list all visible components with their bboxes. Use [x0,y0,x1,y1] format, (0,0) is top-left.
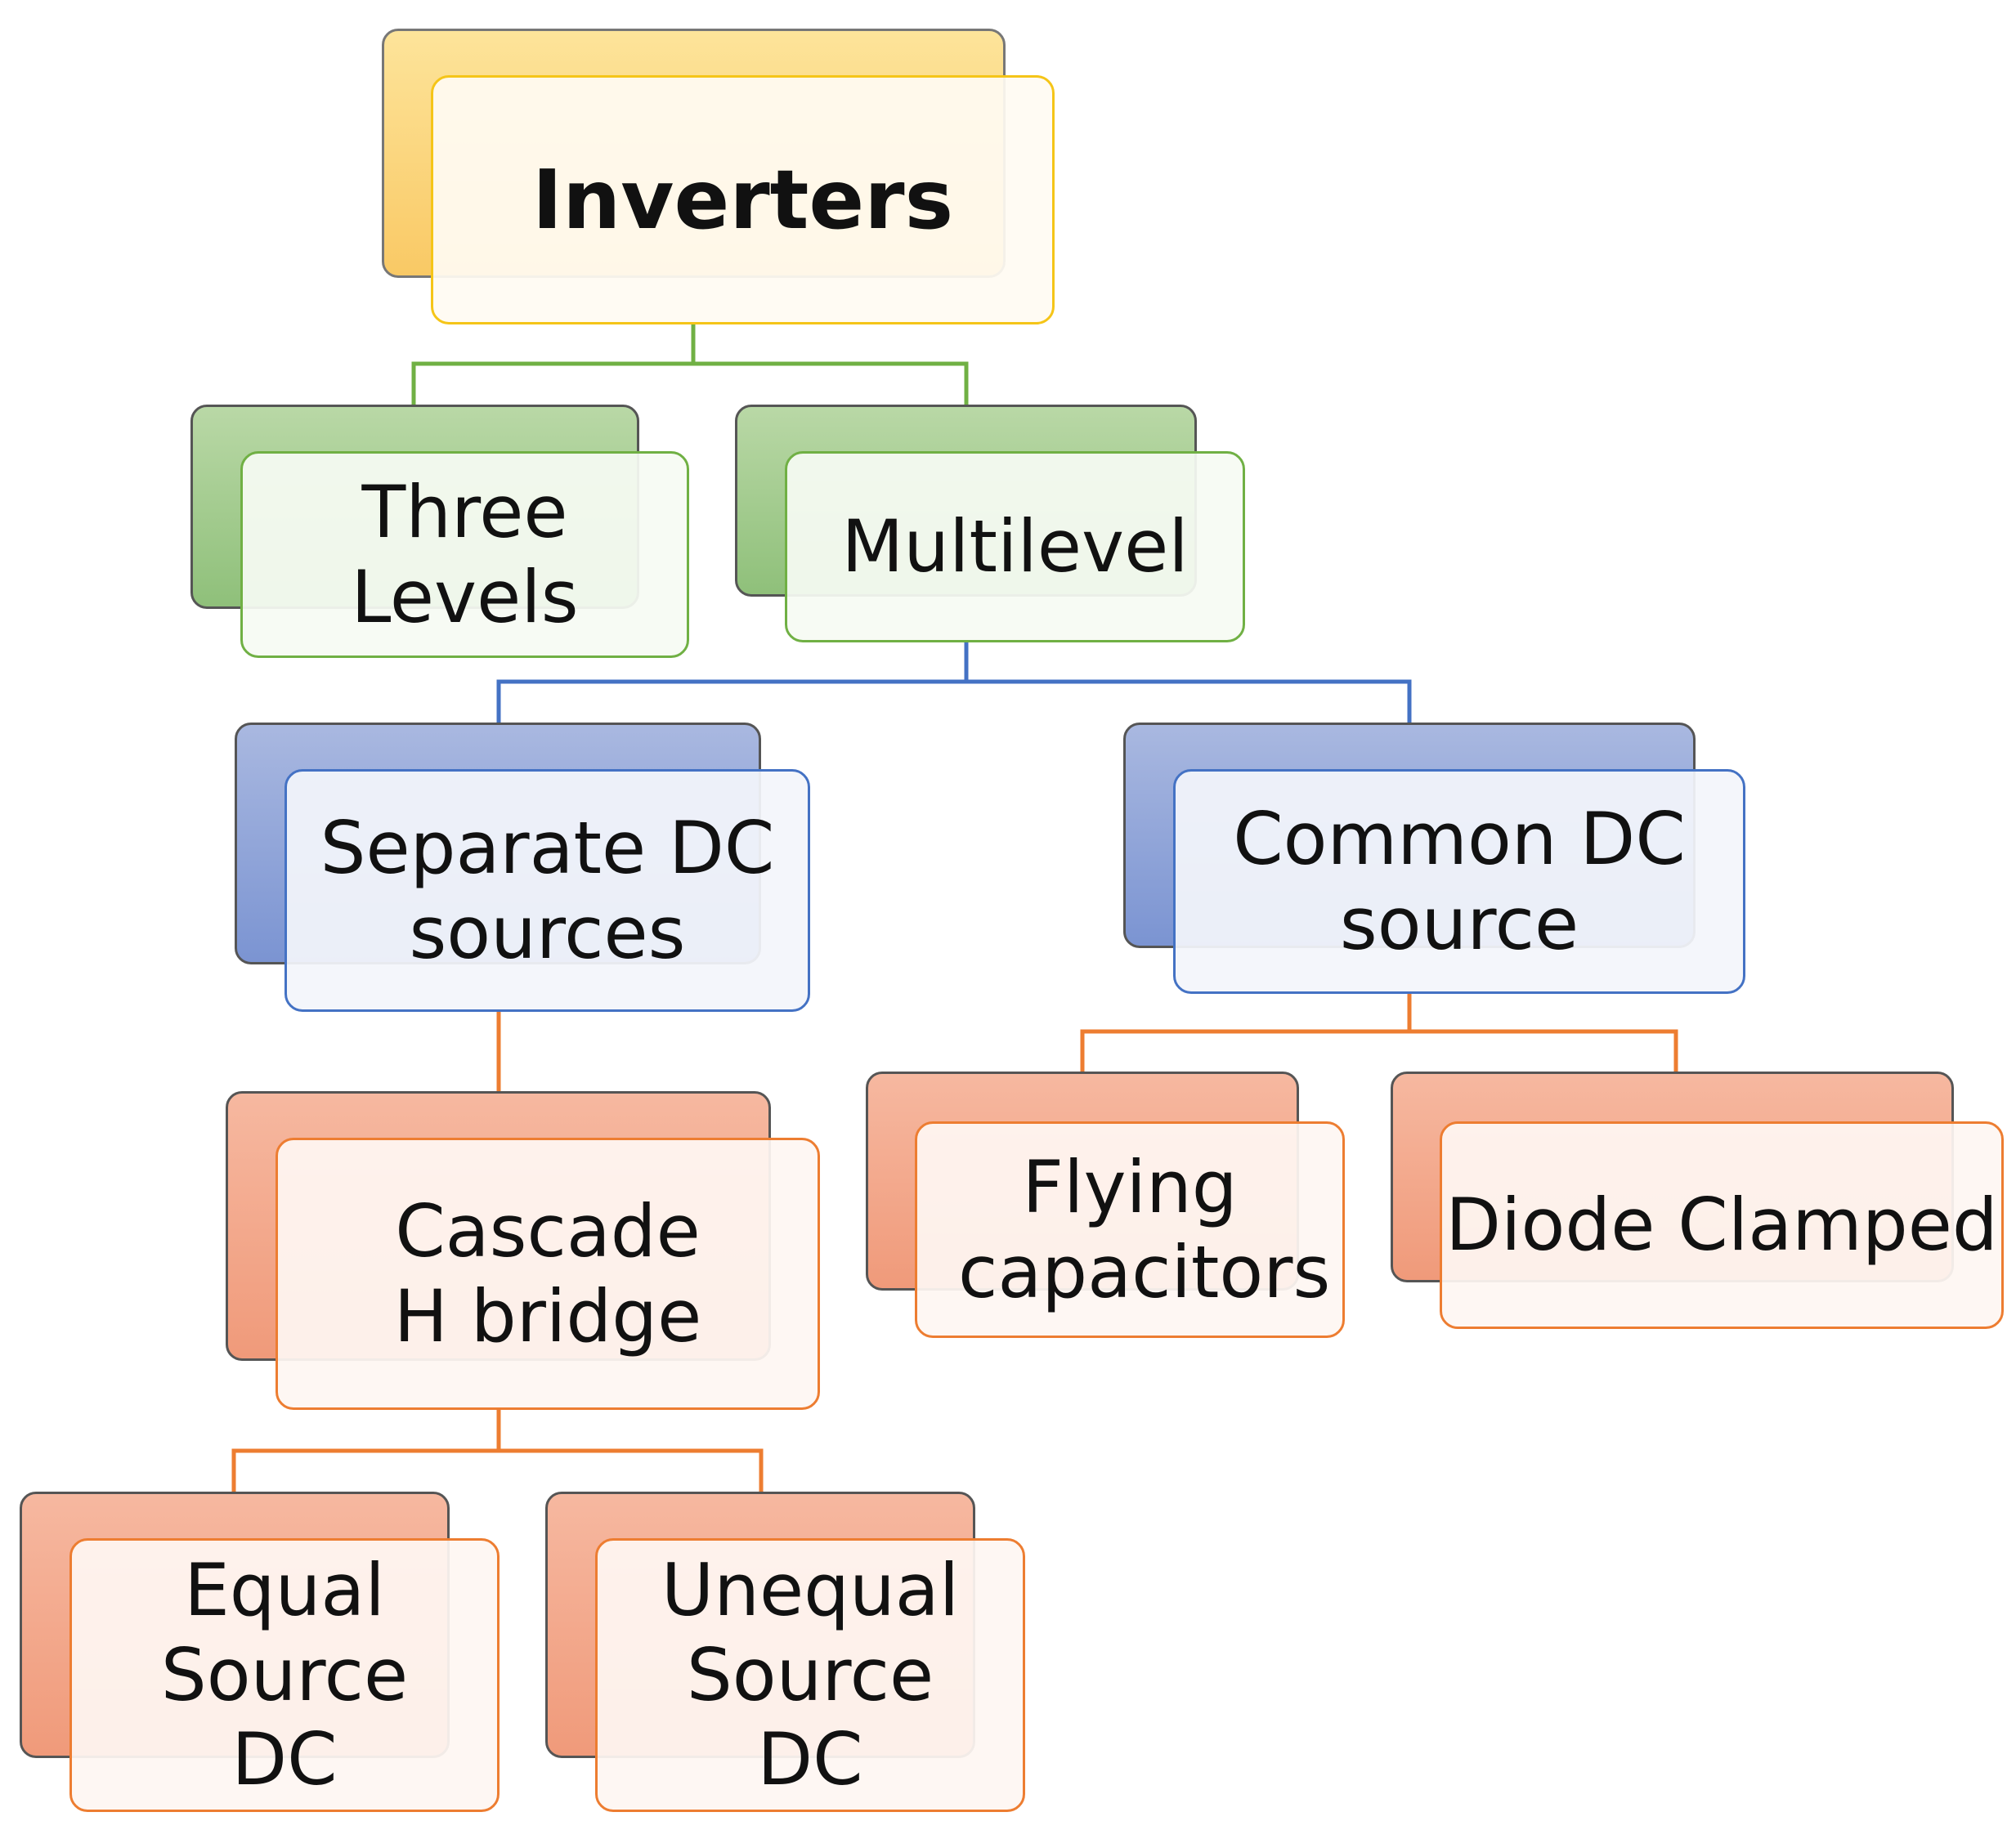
node-label-equal-source-dc: Equal Source DC [160,1547,409,1802]
node-label-unequal-source-dc: Unequal Source DC [661,1547,960,1802]
node-label-inverters: Inverters [531,151,954,248]
connector-common-children [1080,993,1678,1072]
node-label-three-levels: Three Levels [351,469,579,639]
node-label-separate-dc: Separate DC sources [320,805,775,975]
node-label-diode-clamped: Diode Clamped [1445,1183,1998,1268]
node-label-multilevel: Multilevel [841,504,1189,589]
connector-cascade-children [231,1410,764,1492]
connector-multilevel-children [496,642,1412,723]
node-label-flying-capacitors: Flying capacitors [958,1144,1331,1314]
node-label-common-dc: Common DC source [1233,796,1686,966]
connector-inverters-children [411,323,969,405]
node-label-cascade-h-bridge: Cascade H bridge [393,1188,702,1358]
